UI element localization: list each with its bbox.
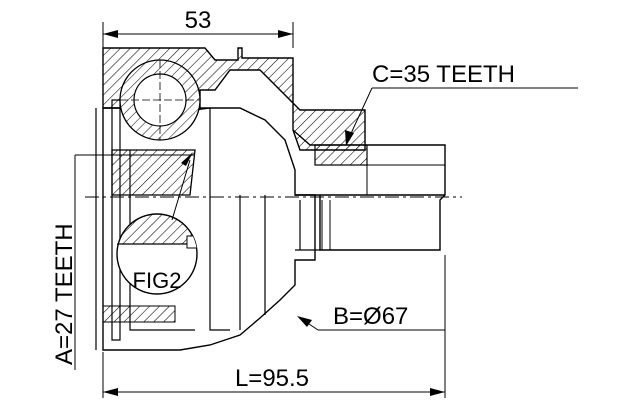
fig2-detail: FIG2 (116, 213, 198, 295)
spline-a-label: A=27 TEETH (51, 223, 78, 365)
dimension-length: L=95.5 (102, 255, 446, 398)
spline-c-callout: C=35 TEETH (345, 61, 578, 146)
spline-a-callout: A=27 TEETH (51, 155, 78, 370)
fig2-label: FIG2 (133, 268, 182, 293)
diameter-b-label: B=Ø67 (333, 303, 408, 330)
fig2-leader (75, 152, 195, 221)
dimension-length-label: L=95.5 (235, 365, 309, 392)
dimension-53-label: 53 (185, 7, 212, 34)
diameter-b-callout: B=Ø67 (297, 303, 445, 331)
spline-c-label: C=35 TEETH (372, 61, 515, 88)
ball (119, 59, 201, 141)
inner-race (111, 149, 196, 196)
dimension-53: 53 (102, 7, 294, 62)
